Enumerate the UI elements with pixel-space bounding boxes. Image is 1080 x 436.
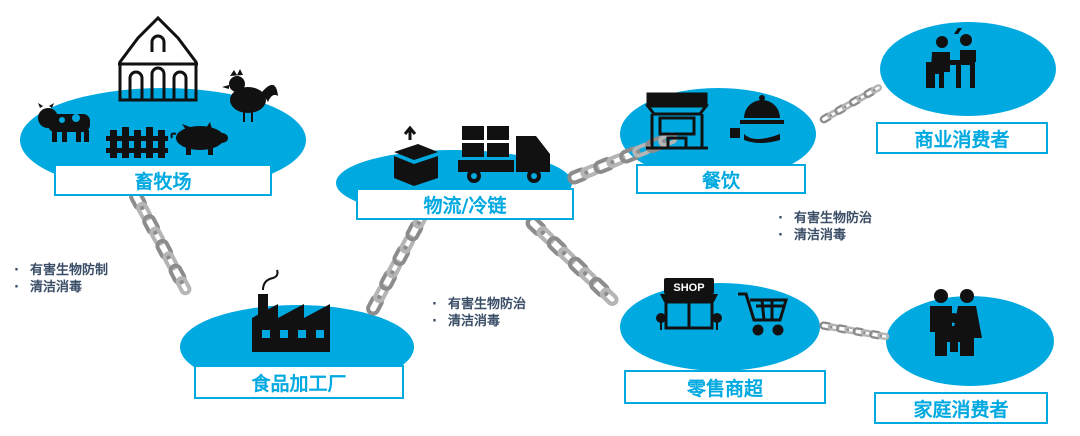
chain-factory-logistics [366, 210, 428, 315]
family-icon [930, 289, 982, 356]
pig-icon [170, 122, 228, 155]
logistics-catering-notes: 有害生物防治 清洁消毒 [778, 210, 872, 244]
factory-logistics-notes: 有害生物防治 清洁消毒 [432, 296, 526, 330]
household-consumer-label: 家庭消费者 [874, 392, 1048, 424]
note-item: 有害生物防制 [14, 262, 108, 279]
shop-storefront-icon: SHOP [656, 278, 722, 330]
diners-at-table-icon [926, 28, 976, 88]
logistics-label: 物流/冷链 [356, 188, 574, 220]
catering-label: 餐饮 [636, 164, 806, 194]
food-factory-label: 食品加工厂 [194, 365, 404, 399]
factory-icon [252, 269, 330, 352]
rooster-icon [222, 69, 278, 122]
note-item: 有害生物防治 [432, 296, 526, 313]
restaurant-storefront-icon [645, 92, 709, 150]
note-item: 清洁消毒 [432, 313, 526, 330]
note-item: 清洁消毒 [14, 279, 108, 296]
farm-label: 畜牧场 [54, 164, 272, 196]
shopping-cart-icon [738, 292, 789, 336]
fence-icon [106, 127, 168, 158]
open-box-icon [394, 125, 438, 186]
chain-logistics-retail [526, 216, 619, 307]
cow-icon [38, 103, 90, 142]
delivery-truck-icon [458, 126, 550, 183]
retail-label: 零售商超 [624, 370, 826, 404]
serving-cloche-icon [730, 95, 784, 143]
retail-ellipse [620, 283, 820, 371]
commercial-consumer-label: 商业消费者 [876, 122, 1048, 154]
chain-farm-factory [129, 190, 191, 295]
barn-icon [118, 15, 198, 102]
note-item: 有害生物防治 [778, 210, 872, 227]
chain-retail-household [818, 320, 890, 342]
shop-sign-text: SHOP [673, 282, 704, 294]
farm-factory-notes: 有害生物防制 清洁消毒 [14, 262, 108, 296]
chain-catering-commercial [818, 82, 884, 125]
note-item: 清洁消毒 [778, 227, 872, 244]
